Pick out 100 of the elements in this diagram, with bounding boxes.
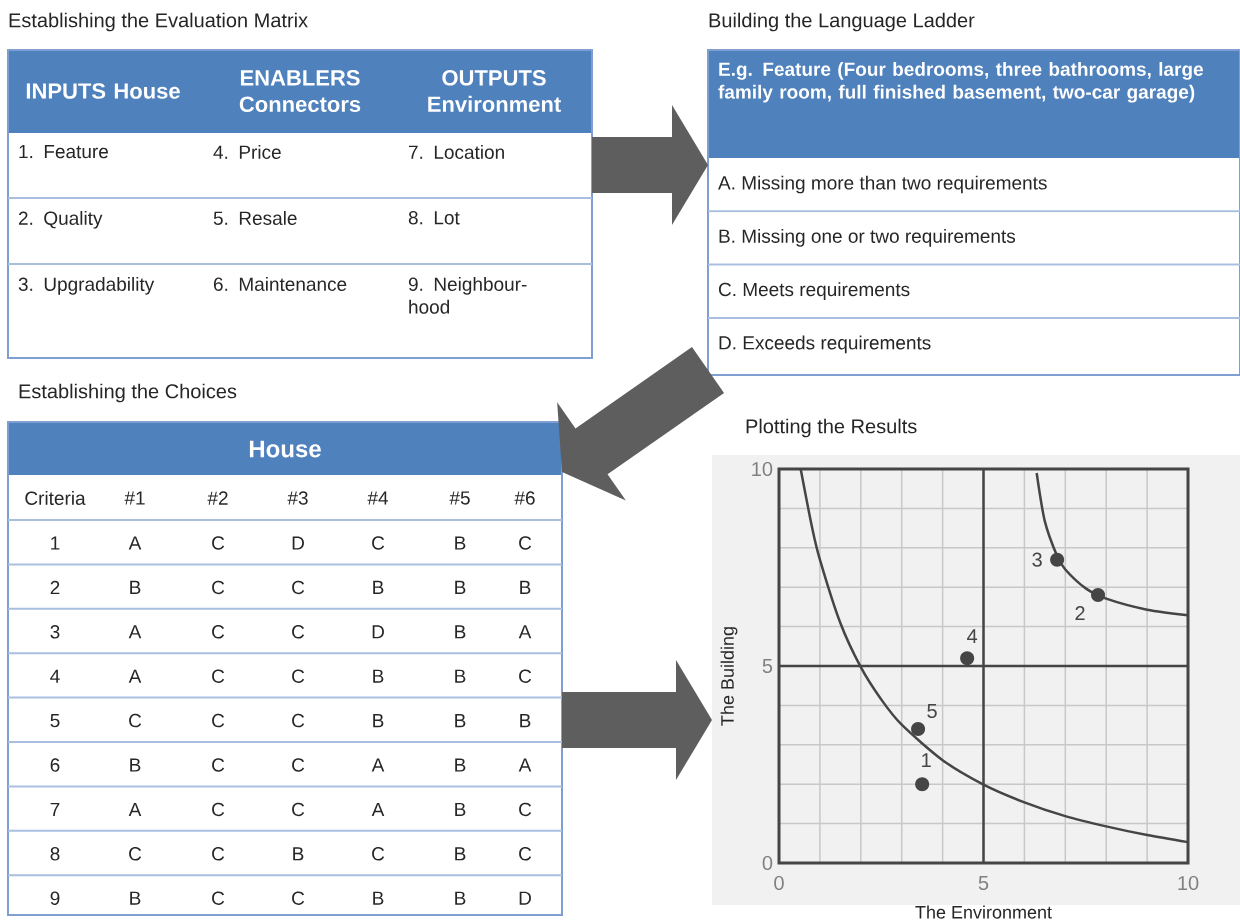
column-header: #1 <box>124 491 145 505</box>
table-cell: C <box>212 625 225 639</box>
column-header: OUTPUTS Environment <box>428 70 561 112</box>
table-cell: B <box>455 536 466 550</box>
table-cell: C <box>292 891 305 905</box>
table-cell: B <box>130 758 141 772</box>
table-cell: B <box>130 580 141 594</box>
table-cell: C <box>292 580 305 595</box>
table-cell: 2. Quality <box>18 211 103 229</box>
table-cell: C <box>129 713 142 728</box>
table-cell: 2 <box>50 580 60 595</box>
table-cell: 4. Price <box>213 145 281 159</box>
table-cell: A <box>371 758 385 772</box>
table-cell: C <box>292 713 305 728</box>
tick-label: 5 <box>978 876 989 890</box>
table-cell: C <box>292 802 305 817</box>
point-label: 5 <box>927 704 937 718</box>
table-cell: B <box>373 669 384 683</box>
column-header: ENABLERS Connectors <box>239 70 361 112</box>
table-cell: C <box>212 802 225 817</box>
table-cell: B <box>293 847 304 861</box>
point-label: 4 <box>967 629 978 643</box>
column-header: INPUTS House <box>26 83 180 99</box>
table-cell: 3. Upgradability <box>18 277 155 295</box>
table-cell: 5. Resale <box>213 211 297 225</box>
table-cell: 9. Neighbour-hood <box>408 277 527 314</box>
table-cell: A <box>371 802 385 816</box>
table-cell: 7 <box>50 802 60 816</box>
section-heading: Plotting the Results <box>746 418 917 438</box>
table-cell: D <box>519 891 531 905</box>
axis-title: The Building <box>720 627 738 726</box>
column-header: #3 <box>287 491 308 505</box>
table-cell: 3 <box>50 625 60 639</box>
table-cell: 9 <box>50 891 60 905</box>
column-header: #2 <box>207 491 228 505</box>
table-cell: B <box>455 625 466 639</box>
table-cell: B <box>520 714 531 728</box>
section-heading: Building the Language Ladder <box>709 12 975 32</box>
table-cell: C <box>129 847 142 861</box>
ladder-step: D. Exceeds requirements <box>719 335 931 354</box>
column-header: #4 <box>367 491 388 505</box>
block-arrow <box>557 347 725 501</box>
table-cell: 8 <box>50 847 60 861</box>
table-cell: C <box>212 580 225 595</box>
table-cell: B <box>373 714 384 728</box>
column-header: Criteria <box>25 491 86 505</box>
table-cell: C <box>519 536 532 550</box>
tick-label: 10 <box>752 461 773 477</box>
table-cell: B <box>455 669 466 683</box>
table-cell: C <box>212 847 225 861</box>
table-cell: 4 <box>50 669 60 683</box>
table-cell: A <box>518 758 532 772</box>
tick-label: 0 <box>762 855 773 871</box>
point-label: 2 <box>1075 606 1085 621</box>
table-cell: B <box>455 580 466 594</box>
table-cell: B <box>373 580 384 594</box>
table-cell: C <box>212 669 225 683</box>
table-cell: B <box>455 758 466 772</box>
table-cell: B <box>455 891 466 905</box>
table-cell: D <box>372 625 384 639</box>
table-cell: C <box>212 536 225 550</box>
table-cell: C <box>519 847 532 861</box>
table-cell: A <box>128 625 142 639</box>
table-cell: A <box>128 669 142 683</box>
column-header: #5 <box>449 491 470 505</box>
table-title: House <box>249 440 321 458</box>
point-label: 3 <box>1032 552 1042 567</box>
header-text: E.g. Feature (Four bedrooms, three bathrooms, large family room, full finished basement, two-car garage) <box>718 62 1203 103</box>
table-cell: C <box>292 758 305 772</box>
ladder-step: C. Meets requirements <box>718 282 910 300</box>
table-cell: C <box>519 669 532 683</box>
block-arrow <box>592 105 708 225</box>
table-cell: 5 <box>50 714 60 728</box>
table-cell: B <box>455 847 466 861</box>
table-cell: A <box>128 536 142 550</box>
table-cell: 6 <box>50 758 60 772</box>
tick-label: 5 <box>762 659 773 673</box>
ladder-step: B. Missing one or two requirements <box>719 228 1016 247</box>
table-cell: C <box>519 802 532 817</box>
table-cell: 8. Lot <box>408 211 460 225</box>
table-cell: B <box>520 580 531 594</box>
table-cell: 1 <box>51 536 60 550</box>
tick-label: 10 <box>1178 875 1199 891</box>
table-cell: C <box>372 536 385 550</box>
section-heading: Establishing the Evaluation Matrix <box>9 12 308 32</box>
section-heading: Establishing the Choices <box>19 383 237 403</box>
column-header: #6 <box>514 491 535 505</box>
table-cell: B <box>455 714 466 728</box>
ladder-step: A. Missing more than two requirements <box>718 175 1047 194</box>
block-arrow <box>562 660 712 780</box>
table-cell: C <box>372 847 385 861</box>
axis-title: The Environment <box>915 905 1052 919</box>
table-cell: C <box>292 625 305 639</box>
table-cell: B <box>455 802 466 816</box>
table-cell: C <box>212 891 225 905</box>
tick-label: 0 <box>774 875 784 891</box>
table-cell: D <box>292 536 304 550</box>
table-cell: A <box>128 802 142 816</box>
table-cell: 6. Maintenance <box>213 277 347 291</box>
table-cell: 1. Feature <box>19 145 108 159</box>
